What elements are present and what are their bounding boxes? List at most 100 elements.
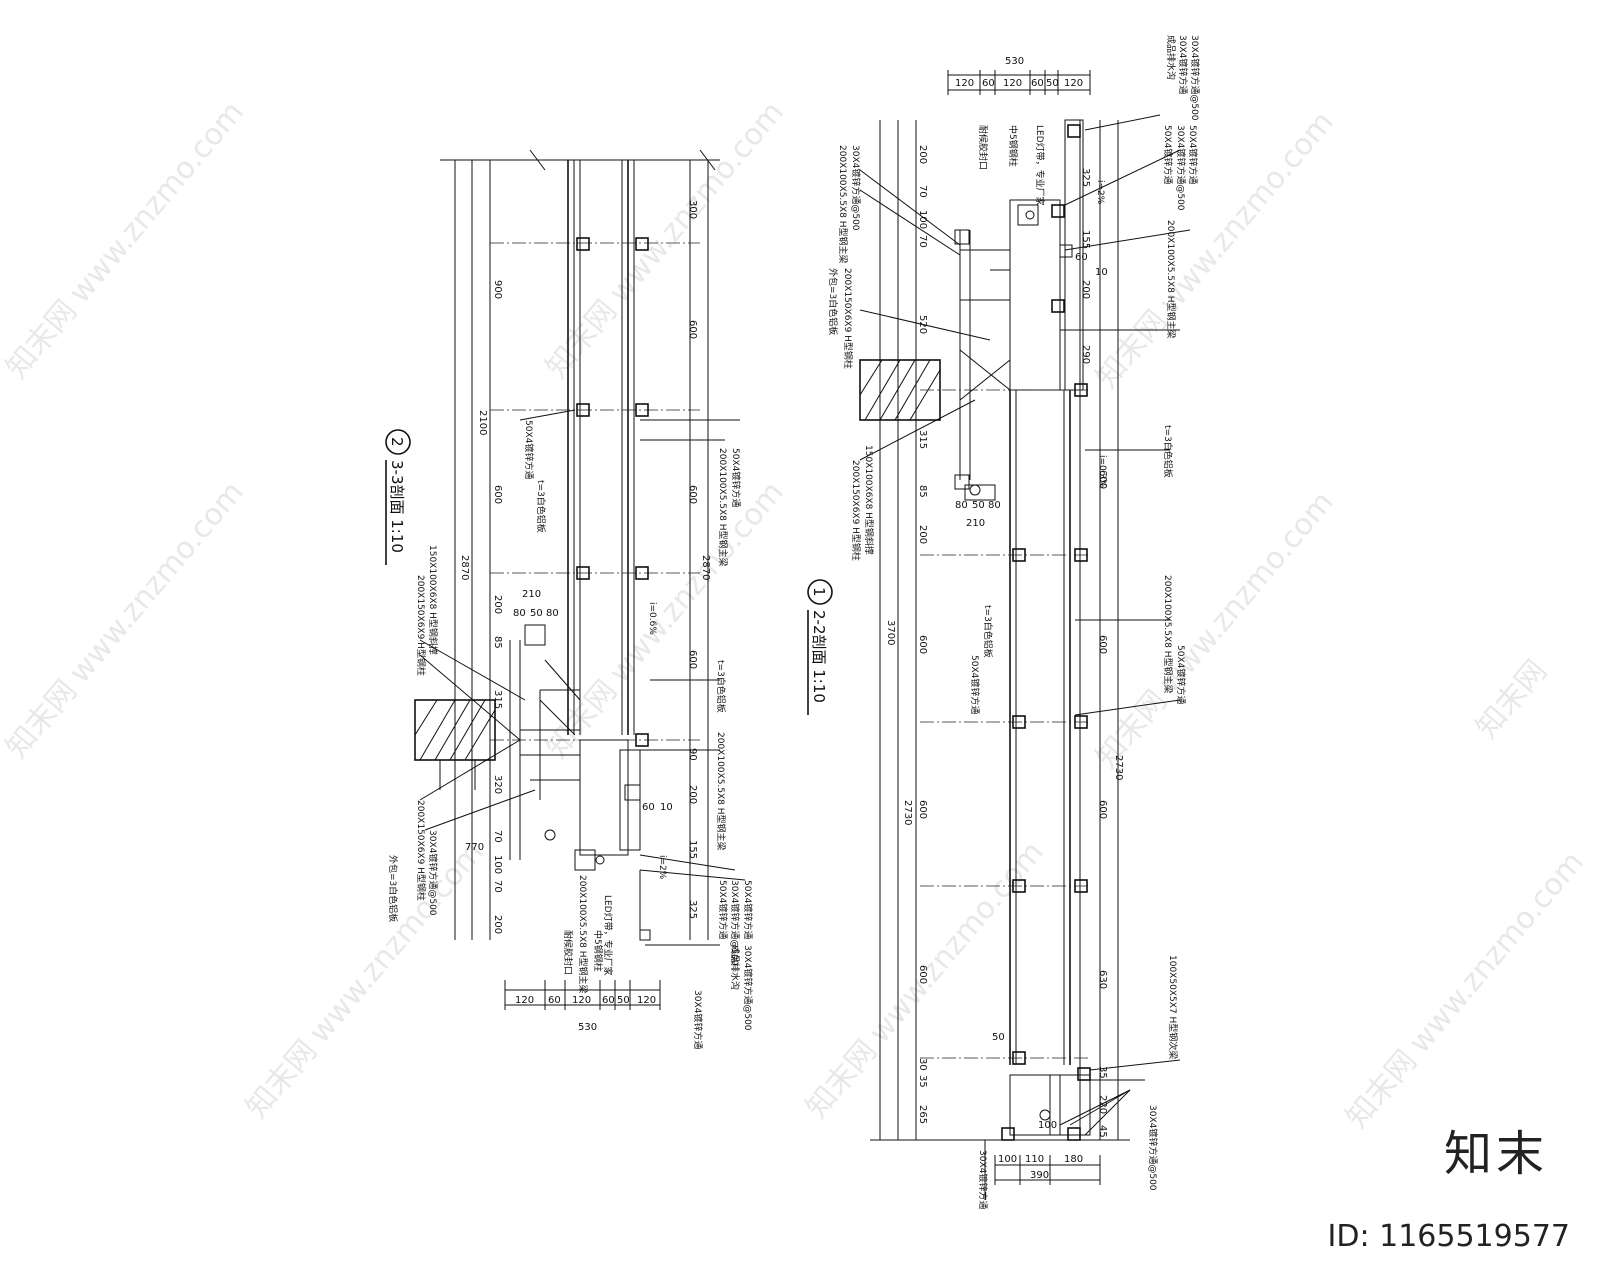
dimension-text: 320 bbox=[492, 775, 503, 794]
dimension-text: 200 bbox=[917, 525, 928, 544]
annotation-label: 200X150X6X9 H型钢柱 bbox=[850, 460, 862, 561]
section-title: 2-2剖面 1:10 bbox=[810, 610, 828, 703]
section-3-3-drawing: 120 60 120 60 50 120 530 300 600 600 600… bbox=[385, 149, 754, 1049]
watermark-text: 知末网www.znzmo.com bbox=[1089, 485, 1341, 775]
annotation-label: 30X4镀锌方通 bbox=[977, 1150, 989, 1209]
dimension-text: 600 bbox=[917, 635, 928, 654]
annotation-label: 外包=3白色铝板 bbox=[387, 855, 399, 922]
image-id-label: ID: 1165519577 bbox=[1327, 1219, 1570, 1254]
section-marker-number: 1 bbox=[810, 587, 828, 597]
annotation-label: t=3白色铝板 bbox=[715, 660, 727, 713]
annotation-label: 200X100X5.5X8 H型钢主梁 bbox=[1165, 220, 1177, 339]
dimension-text: 155 bbox=[1080, 230, 1091, 249]
dimension-text: 325 bbox=[687, 900, 698, 919]
annotation-label: 50X4镀锌方通 bbox=[742, 880, 754, 939]
annotation-label: LED灯带，专业厂家 bbox=[1034, 125, 1046, 206]
dimension-text: 60 bbox=[602, 995, 615, 1006]
dimension-text: 600 bbox=[917, 965, 928, 984]
dimension-text: 120 bbox=[637, 995, 656, 1006]
dimension-text: 200 bbox=[492, 595, 503, 614]
annotation-label: 耐候胶封口 bbox=[562, 930, 574, 975]
annotation-label: 200X150X6X9 H型钢柱 bbox=[842, 268, 854, 369]
dimension-text: 90 bbox=[687, 748, 698, 761]
dimension-text: 50 bbox=[992, 1032, 1005, 1043]
dimension-text: 325 bbox=[1080, 168, 1091, 187]
dimension-total: 530 bbox=[1005, 56, 1024, 67]
watermark-text: 知末网www.znzmo.com bbox=[0, 475, 251, 765]
dimension-total: 390 bbox=[1030, 1170, 1049, 1181]
dimension-total: 530 bbox=[578, 1022, 597, 1033]
annotation-label: 50X4镀锌方通 bbox=[1187, 125, 1199, 184]
dimension-text: 120 bbox=[1003, 78, 1022, 89]
dimension-text: 100 bbox=[492, 855, 503, 874]
annotation-label: 50X4镀锌方通 bbox=[1175, 645, 1187, 704]
dimension-text: 120 bbox=[572, 995, 591, 1006]
annotation-label: 50X4镀锌方通 bbox=[730, 448, 742, 507]
dimension-text: 600 bbox=[687, 485, 698, 504]
annotation-label: 成品排水沟 bbox=[729, 945, 741, 990]
dimension-text: 120 bbox=[515, 995, 534, 1006]
dimension-total: 900 bbox=[492, 280, 503, 299]
dimension-text: 200 bbox=[492, 915, 503, 934]
annotation-label: 200X100X5.5X8 H型钢主梁 bbox=[837, 145, 849, 264]
annotation-label: 成品排水沟 bbox=[1165, 35, 1177, 80]
dimension-text: 50 bbox=[1046, 78, 1059, 89]
annotation-label: 30X4镀锌方通@500 bbox=[1189, 35, 1201, 121]
dimension-text: 100 bbox=[917, 210, 928, 229]
watermark-layer: 知末网www.znzmo.com 知末网www.znzmo.com 知末网www… bbox=[0, 95, 1591, 1135]
annotation-label: 30X4镀锌方通@500 bbox=[729, 880, 741, 966]
annotation-label: LED灯带，专业厂家 bbox=[602, 895, 614, 976]
dimension-text: 60 bbox=[642, 802, 655, 813]
annotation-label: 100X50X5X7 H型钢次梁 bbox=[1167, 955, 1179, 1059]
annotation-label: 中5钢钢柱 bbox=[592, 930, 604, 972]
dimension-text: 60 bbox=[1031, 78, 1044, 89]
dimension-text: 600 bbox=[1097, 800, 1108, 819]
annotation-label: 30X4镀锌方通 bbox=[692, 990, 704, 1049]
dimension-text: 60 bbox=[548, 995, 561, 1006]
dimension-text: 600 bbox=[917, 800, 928, 819]
brand-logo: 知末 bbox=[1443, 1126, 1548, 1182]
dimension-text: 600 bbox=[687, 320, 698, 339]
dimension-text: 10 bbox=[1095, 267, 1108, 278]
annotation-label: i=0.3% bbox=[1097, 455, 1107, 488]
annotation-label: 50X4镀锌方通 bbox=[1162, 125, 1174, 184]
annotation-label: 耐候胶封口 bbox=[977, 125, 989, 170]
dimension-total: 2730 bbox=[1113, 755, 1124, 780]
dimension-text: 200 bbox=[687, 785, 698, 804]
dimension-text: 200 bbox=[917, 145, 928, 164]
dimension-text: 265 bbox=[917, 1105, 928, 1124]
dimension-text: 155 bbox=[687, 840, 698, 859]
dimension-text: 100 bbox=[998, 1154, 1017, 1165]
watermark-text: 知末网www.znzmo.com bbox=[1339, 845, 1591, 1135]
annotation-label: 50X4镀锌方通 bbox=[717, 880, 729, 939]
annotation-label: i=2% bbox=[657, 855, 667, 880]
dimension-text: 80 bbox=[513, 608, 526, 619]
dimension-total: 2100 bbox=[477, 410, 488, 435]
annotation-label: t=3白色铝板 bbox=[1162, 425, 1174, 478]
annotation-label: 30X4镀锌方通@500 bbox=[1175, 125, 1187, 211]
section-marker-number: 2 bbox=[388, 437, 406, 447]
dimension-text: 35 bbox=[917, 1075, 928, 1088]
annotation-label: 200X150X6X9 H型钢柱 bbox=[415, 575, 427, 676]
dimension-text: 770 bbox=[465, 842, 484, 853]
section-marker-circle bbox=[807, 579, 833, 605]
dimension-text: 315 bbox=[917, 430, 928, 449]
watermark-text: 知末网 bbox=[1469, 654, 1554, 745]
dimension-text: 30 bbox=[917, 1058, 928, 1071]
annotation-label: 150X100X6X8 H型钢斜撑 bbox=[863, 445, 875, 555]
dimension-text: 50 bbox=[972, 500, 985, 511]
annotation-label: 30X4镀锌方通@500 bbox=[742, 945, 754, 1031]
annotation-label: t=3白色铝板 bbox=[535, 480, 547, 533]
dimension-text: 80 bbox=[955, 500, 968, 511]
dimension-text: 210 bbox=[522, 589, 541, 600]
dimension-text: 50 bbox=[617, 995, 630, 1006]
watermark-text: 知末网www.znzmo.com bbox=[539, 475, 791, 765]
dimension-text: 120 bbox=[955, 78, 974, 89]
dimension-text: 50 bbox=[530, 608, 543, 619]
dimension-text: 120 bbox=[1064, 78, 1083, 89]
dimension-text: 210 bbox=[966, 518, 985, 529]
annotation-label: 200X150X6X9 H型钢柱 bbox=[415, 800, 427, 901]
dimension-text: 100 bbox=[1038, 1120, 1057, 1131]
annotation-label: i=0.6% bbox=[647, 602, 657, 635]
annotation-label: i=2% bbox=[1095, 180, 1105, 205]
